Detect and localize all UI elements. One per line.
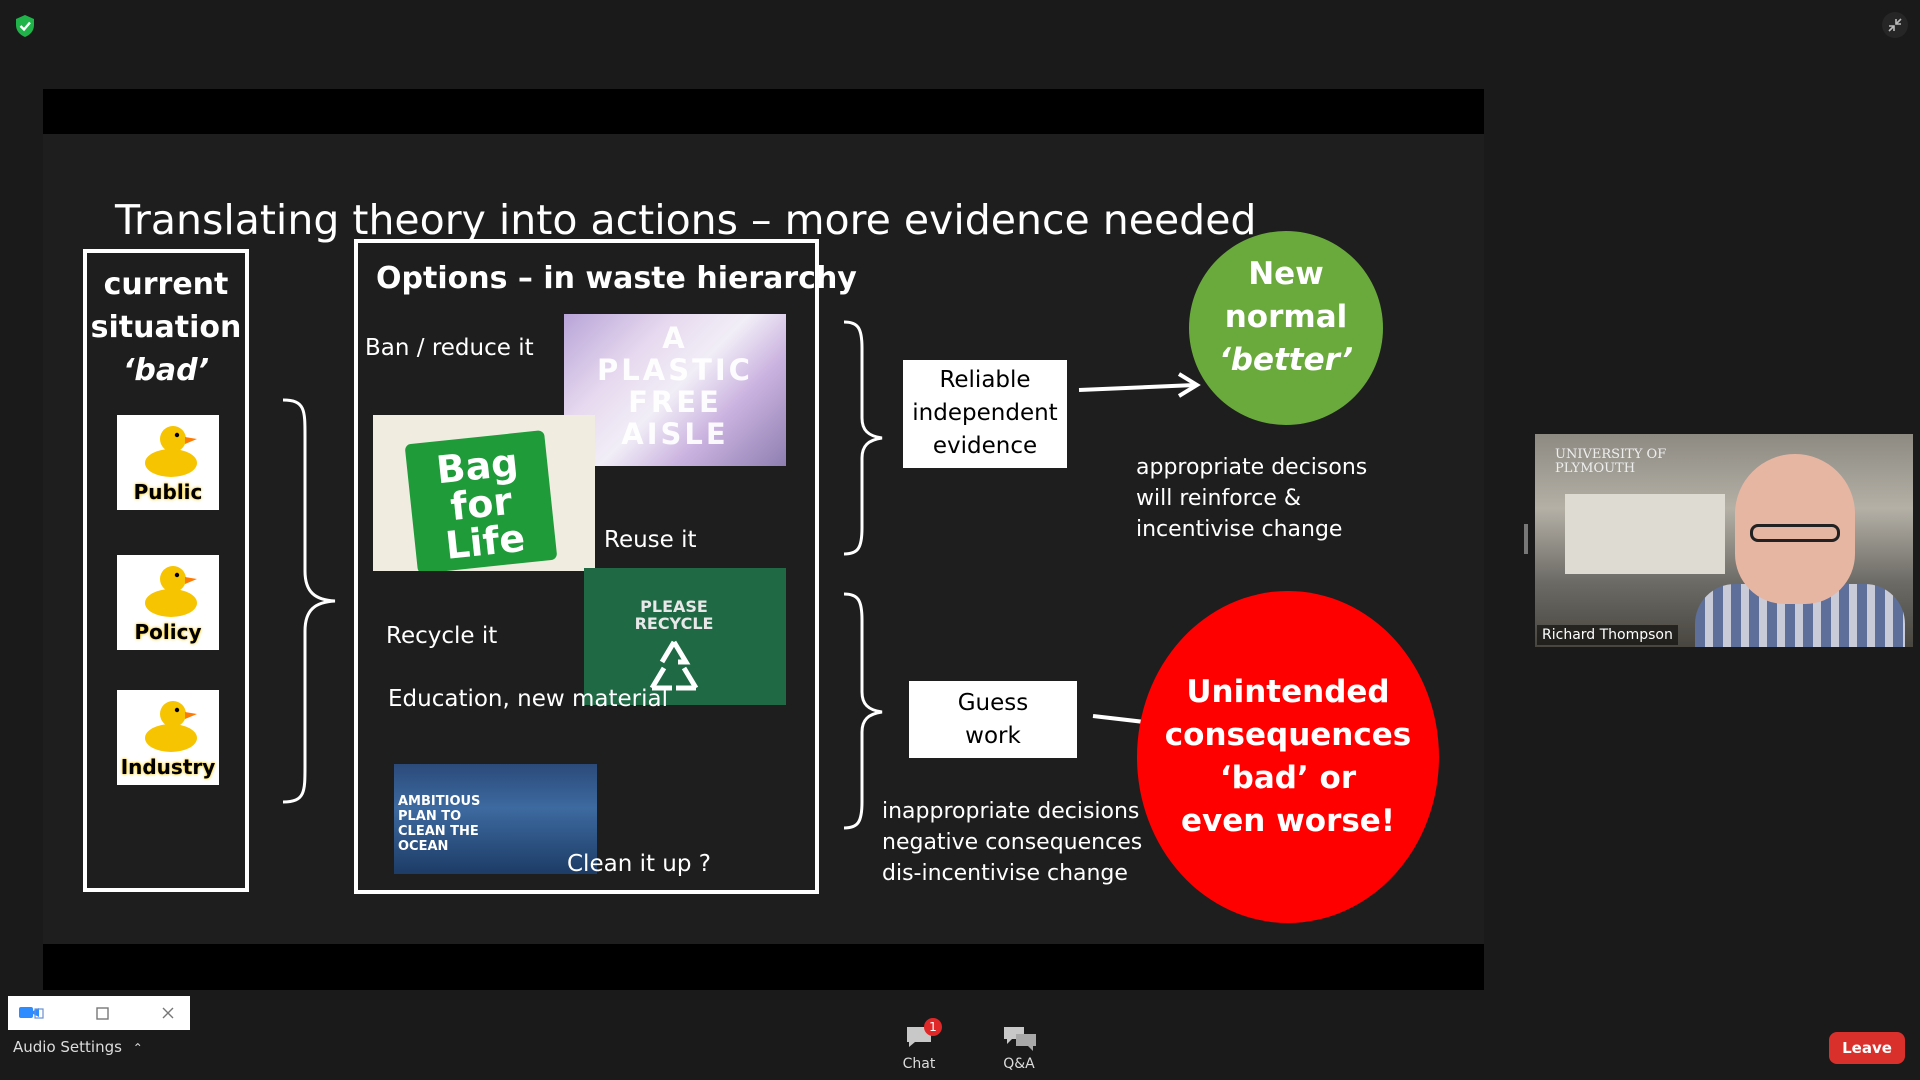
option-reuse: Reuse it (604, 527, 697, 553)
video-panel-resize-handle[interactable] (1524, 524, 1528, 554)
slide-title: Translating theory into actions – more e… (115, 196, 1257, 244)
recycle-bin-image: PLEASE RECYCLE (584, 568, 786, 705)
brace-upper (843, 320, 883, 556)
maximize-icon[interactable] (92, 1003, 112, 1023)
arrow-to-better (1078, 372, 1201, 398)
participant-name: Richard Thompson (1537, 625, 1678, 645)
option-recycle: Recycle it (386, 623, 498, 649)
exit-fullscreen-icon[interactable] (1882, 12, 1908, 38)
presentation-slide: Translating theory into actions – more e… (43, 134, 1484, 944)
chat-unread-badge: 1 (924, 1018, 942, 1036)
current-situation-box: current situation ‘bad’ Public (83, 249, 249, 892)
security-shield-icon[interactable] (14, 14, 36, 38)
chat-button[interactable]: 1 Chat (884, 1018, 954, 1078)
option-ban: Ban / reduce it (365, 335, 534, 361)
current-situation-title: current situation ‘bad’ (90, 267, 242, 388)
options-box: Options – in waste hierarchy A PLASTIC F… (354, 239, 857, 894)
rubber-duck-icon (145, 701, 197, 752)
reliable-evidence-box: Reliable independent evidence (903, 360, 1067, 468)
new-normal-circle: New normal ‘better’ (1189, 231, 1383, 425)
brace-left (282, 398, 336, 804)
options-title: Options – in waste hierarchy (376, 261, 857, 296)
bag-for-life-image: Bag for Life (373, 415, 595, 571)
university-logo: UNIVERSITY OF PLYMOUTH (1555, 447, 1667, 476)
qa-icon (1004, 1027, 1036, 1051)
plastic-free-aisle-image: A PLASTIC FREE AISLE (564, 314, 786, 466)
bad-note: inappropriate decisions negative consequ… (882, 799, 1143, 886)
duck-image-public: Public (117, 415, 219, 510)
brace-lower (843, 592, 883, 830)
qa-button[interactable]: Q&A (984, 1018, 1054, 1078)
window-controls (8, 996, 190, 1030)
unintended-consequences-circle: Unintended consequences ‘bad’ or even wo… (1137, 591, 1439, 923)
option-clean: Clean it up ? (567, 851, 711, 877)
zoom-app-icon[interactable] (18, 1003, 44, 1023)
duck-image-policy: Policy (117, 555, 219, 650)
close-icon[interactable] (158, 1003, 178, 1023)
leave-button[interactable]: Leave (1829, 1032, 1905, 1064)
shared-screen: Translating theory into actions – more e… (43, 89, 1484, 990)
participant-video-tile[interactable]: UNIVERSITY OF PLYMOUTH Richard Thompson (1535, 434, 1913, 647)
ocean-cleanup-image: AMBITIOUS PLAN TO CLEAN THE OCEAN (394, 764, 597, 874)
audio-settings-button[interactable]: Audio Settings ⌃ (13, 1038, 143, 1056)
guess-work-box: Guess work (909, 681, 1077, 758)
rubber-duck-icon (145, 566, 197, 617)
duck-image-industry: Industry (117, 690, 219, 785)
good-note: appropriate decisons will reinforce & in… (1136, 455, 1368, 542)
recycle-icon (649, 640, 699, 691)
chevron-up-icon: ⌃ (132, 1041, 143, 1055)
option-education: Education, new material (388, 686, 668, 712)
rubber-duck-icon (145, 426, 197, 477)
